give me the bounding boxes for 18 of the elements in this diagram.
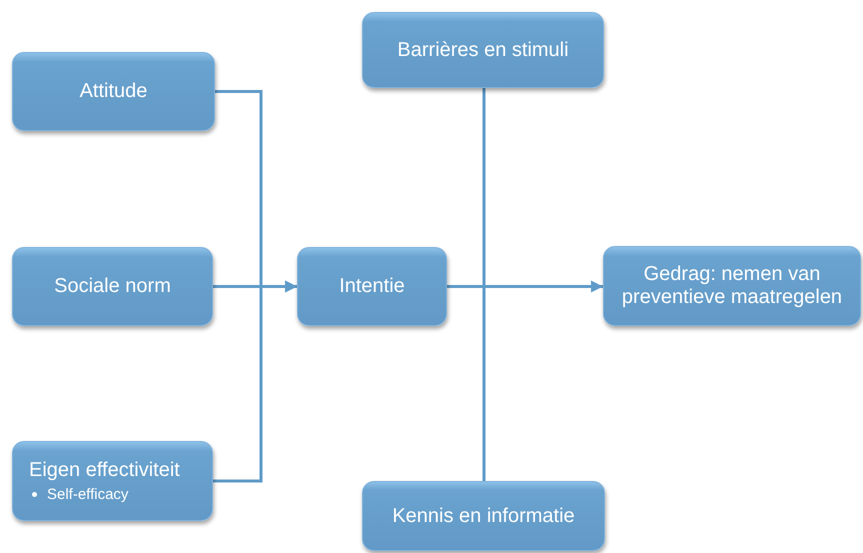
connector-line bbox=[482, 88, 486, 481]
box-label: Kennis en informatie bbox=[392, 504, 575, 528]
box-label: Barrières en stimuli bbox=[397, 38, 569, 62]
process-box bbox=[12, 247, 213, 326]
arrow bbox=[213, 280, 297, 482]
process-box bbox=[297, 247, 447, 326]
box-label: Gedrag: nemen van preventieve maatregelen bbox=[620, 263, 844, 309]
arrow bbox=[447, 280, 603, 292]
process-box bbox=[12, 52, 215, 131]
process-box bbox=[362, 481, 605, 551]
box-label: Sociale norm bbox=[54, 275, 171, 298]
process-box bbox=[12, 441, 213, 521]
box-label: Attitude bbox=[80, 80, 148, 103]
bullet-item: Self-efficacy bbox=[47, 486, 128, 503]
process-box bbox=[362, 12, 604, 88]
box-label: Intentie bbox=[339, 275, 405, 298]
process-box bbox=[603, 246, 861, 326]
box-label: Eigen effectiviteit bbox=[29, 459, 180, 482]
